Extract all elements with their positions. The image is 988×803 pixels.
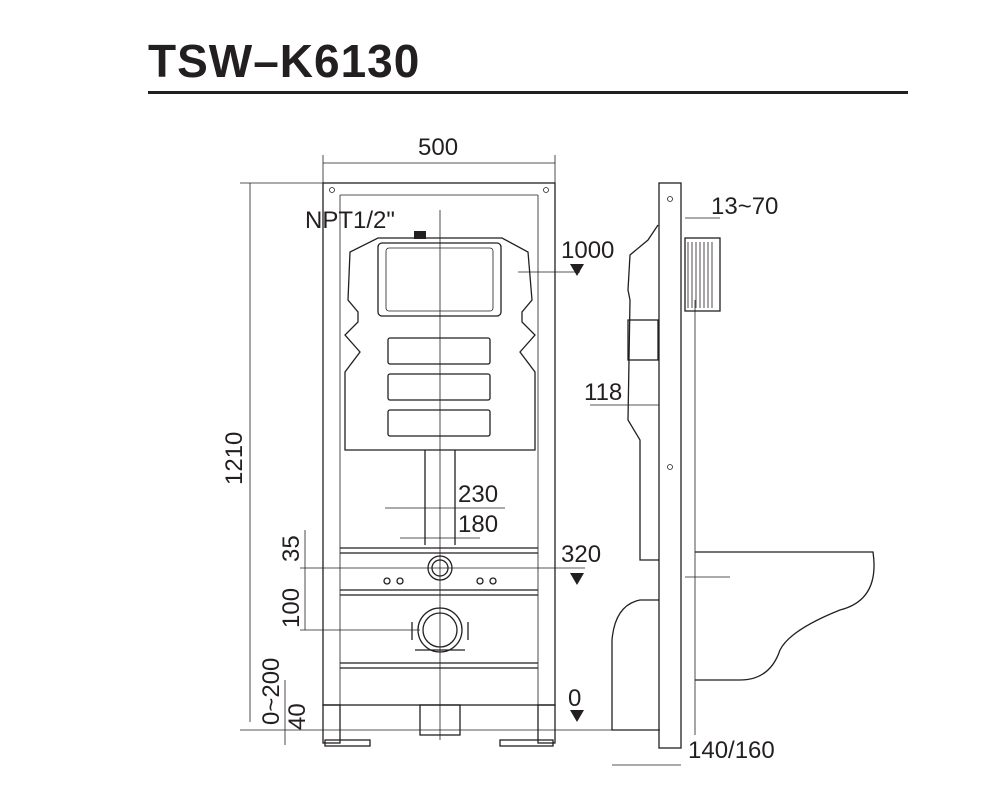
dim-wall-range: 13~70 (711, 193, 778, 220)
dim-leg-adjust: 0~200 (258, 658, 285, 725)
frame-outline (322, 182, 556, 706)
dim-flush-height: 1000 (561, 237, 614, 264)
cistern (344, 237, 536, 451)
dim-bolt-height: 320 (561, 541, 601, 568)
dim-bolt-outer: 230 (458, 481, 498, 508)
side-view (611, 182, 875, 749)
dim-bolt-inner: 180 (458, 511, 498, 538)
dim-width: 500 (418, 134, 458, 161)
front-view (322, 182, 556, 747)
flush-plate (684, 237, 721, 312)
title-divider (148, 91, 908, 94)
dim-supply: NPT1/2" (305, 207, 395, 234)
dim-depth: 140/160 (688, 737, 775, 764)
dimension-lines (240, 155, 720, 766)
dim-frame-height: 1210 (221, 432, 248, 485)
dim-drain-offset: 100 (278, 588, 305, 628)
dim-floor: 0 (568, 685, 581, 712)
dim-bolt-offset: 35 (278, 535, 305, 562)
dim-tank-depth: 118 (584, 379, 622, 406)
page-title: TSW–K6130 (148, 35, 421, 87)
dim-foot: 40 (284, 703, 311, 730)
